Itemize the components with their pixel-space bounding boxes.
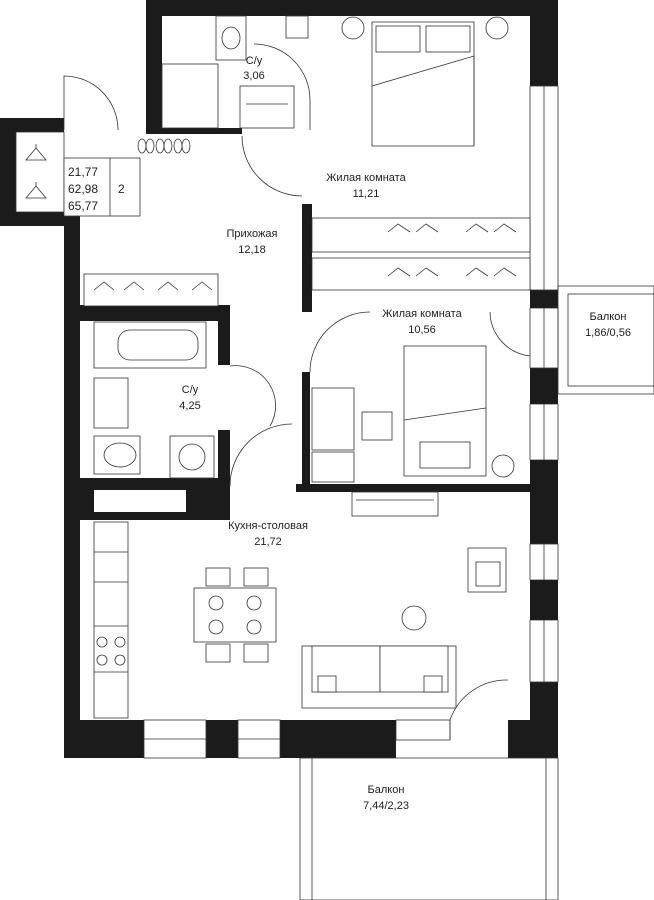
room-name-bathroom-1: С/у [246,55,263,67]
living-area: 21,77 [68,165,98,179]
area-with-balconies: 65,77 [68,199,98,213]
bathroom-1-fixtures [161,15,309,129]
room-area-bedroom-2: 10,56 [408,324,436,336]
room-name-balcony-1: Балкон [590,311,627,323]
balconies [299,285,654,900]
kitchen-furniture [93,521,507,719]
bathroom-2-fixtures [93,321,215,479]
rooms-count: 2 [118,182,125,196]
hall-wardrobe [83,273,219,307]
room-name-kitchen: Кухня-столовая [228,520,308,532]
room-name-bedroom-2: Жилая комната [382,308,462,320]
bedroom-1-furniture [311,16,531,291]
entry-wardrobe [15,131,65,213]
shoes-icon [137,138,191,154]
room-area-balcony-1: 1,86/0,56 [585,327,631,339]
bedroom-2-furniture [311,345,515,483]
total-area: 62,98 [68,182,98,196]
room-area-balcony-2: 7,44/2,23 [363,800,409,812]
room-area-kitchen: 21,72 [254,536,282,548]
room-name-bathroom-2: С/у [182,384,199,396]
room-area-bedroom-1: 11,21 [353,188,380,200]
windows [143,85,559,759]
room-area-hallway: 12,18 [238,244,266,256]
summary-box: 21,77 62,98 65,77 2 [63,157,141,217]
room-area-bathroom-2: 4,25 [179,400,200,412]
room-name-hallway: Прихожая [227,228,278,240]
room-name-bedroom-1: Жилая комната [326,172,406,184]
room-name-balcony-2: Балкон [368,784,405,796]
room-area-bathroom-1: 3,06 [243,70,264,82]
room-labels: С/у 3,06 Жилая комната 11,21 Прихожая 12… [179,55,631,812]
doors [63,43,531,740]
walls [0,0,558,758]
